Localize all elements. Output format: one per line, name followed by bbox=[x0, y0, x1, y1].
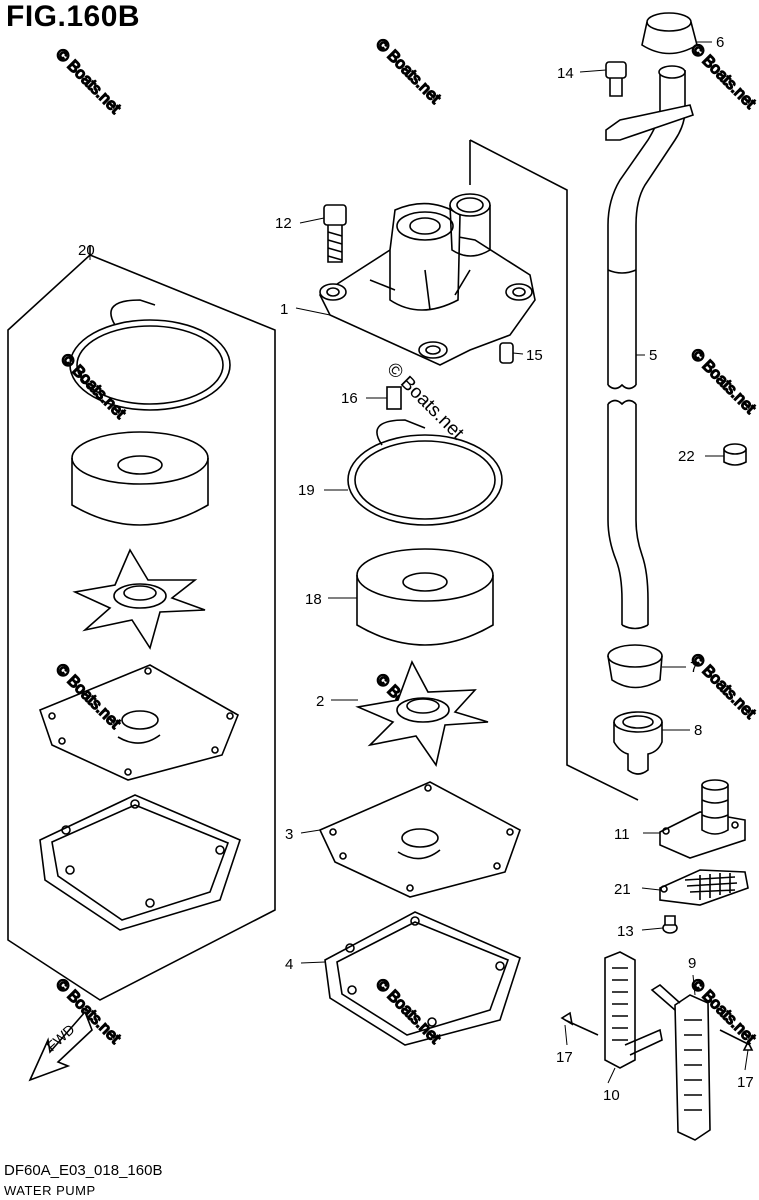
grommet-top-icon bbox=[641, 12, 698, 55]
callout-20: 20 bbox=[78, 242, 95, 259]
watermark-text: © Boats.net bbox=[687, 346, 759, 418]
inlet-strainer-icon bbox=[659, 869, 749, 906]
watermark-text: © Boats.net bbox=[372, 976, 444, 1048]
callout-9: 9 bbox=[688, 955, 696, 972]
callout-4: 4 bbox=[285, 956, 293, 973]
callout-11: 11 bbox=[614, 826, 630, 843]
callout-19: 19 bbox=[298, 482, 315, 499]
strainer-left-icon bbox=[604, 951, 663, 1069]
callout-12: 12 bbox=[275, 215, 292, 232]
watermark-text: © Boats.net bbox=[372, 36, 444, 108]
assembly-line bbox=[469, 139, 639, 801]
seal-ring-icon bbox=[347, 419, 503, 526]
watermark-text: © Boats.net bbox=[52, 46, 124, 118]
callout-6: 6 bbox=[716, 34, 724, 51]
callout-2: 2 bbox=[316, 693, 324, 710]
kit-gasket-icon bbox=[39, 794, 241, 931]
fwd-arrow-icon: FWD bbox=[28, 1010, 93, 1082]
callout-16: 16 bbox=[341, 390, 358, 407]
callout-5: 5 bbox=[649, 347, 657, 364]
bolt-icon bbox=[323, 204, 347, 263]
water-tube-icon bbox=[605, 65, 694, 630]
figure-code: DF60A_E03_018_160B bbox=[4, 1162, 163, 1179]
repair-kit-outline bbox=[7, 254, 276, 1001]
watermark-text: © Boats.net bbox=[52, 661, 124, 733]
liner-icon bbox=[356, 548, 494, 646]
gasket-icon bbox=[324, 911, 521, 1046]
callout-17: 17 bbox=[737, 1074, 754, 1091]
strainer-right-icon bbox=[650, 984, 711, 1141]
kit-panel-icon bbox=[38, 664, 240, 781]
callout-13: 13 bbox=[617, 923, 634, 940]
callout-1: 1 bbox=[280, 301, 288, 318]
callout-7: 7 bbox=[690, 659, 698, 676]
cap-icon bbox=[723, 443, 747, 466]
kit-seal-ring-icon bbox=[69, 299, 231, 411]
water-inlet-icon bbox=[659, 779, 746, 859]
seal-cup-icon bbox=[613, 711, 663, 775]
kit-impeller-icon bbox=[72, 548, 206, 650]
kit-liner-icon bbox=[71, 431, 209, 526]
leader-lines bbox=[89, 41, 749, 1084]
callout-3: 3 bbox=[285, 826, 293, 843]
callout-8: 8 bbox=[694, 722, 702, 739]
dowel-pin-icon bbox=[499, 342, 514, 364]
callout-10: 10 bbox=[603, 1087, 620, 1104]
grommet-icon bbox=[607, 644, 663, 689]
under-panel-icon bbox=[318, 781, 521, 898]
watermark-text: © Boats.net bbox=[57, 351, 129, 423]
watermark-text: © Boats.net bbox=[687, 41, 759, 113]
bolt-top-icon bbox=[605, 61, 627, 97]
callout-numbers: 1 2 3 4 5 6 7 8 9 10 11 12 13 14 15 16 1… bbox=[78, 34, 754, 1104]
callout-17: 17 bbox=[556, 1049, 573, 1066]
pump-case-icon bbox=[318, 193, 536, 366]
impeller-icon bbox=[355, 660, 489, 767]
callout-18: 18 bbox=[305, 591, 322, 608]
figure-name: WATER PUMP bbox=[4, 1183, 96, 1198]
callout-21: 21 bbox=[614, 881, 631, 898]
key-icon bbox=[386, 386, 402, 410]
callout-14: 14 bbox=[557, 65, 574, 82]
callout-15: 15 bbox=[526, 347, 543, 364]
screw-icon bbox=[662, 915, 678, 934]
callout-22: 22 bbox=[678, 448, 695, 465]
figure-title: FIG.160B bbox=[6, 0, 141, 33]
